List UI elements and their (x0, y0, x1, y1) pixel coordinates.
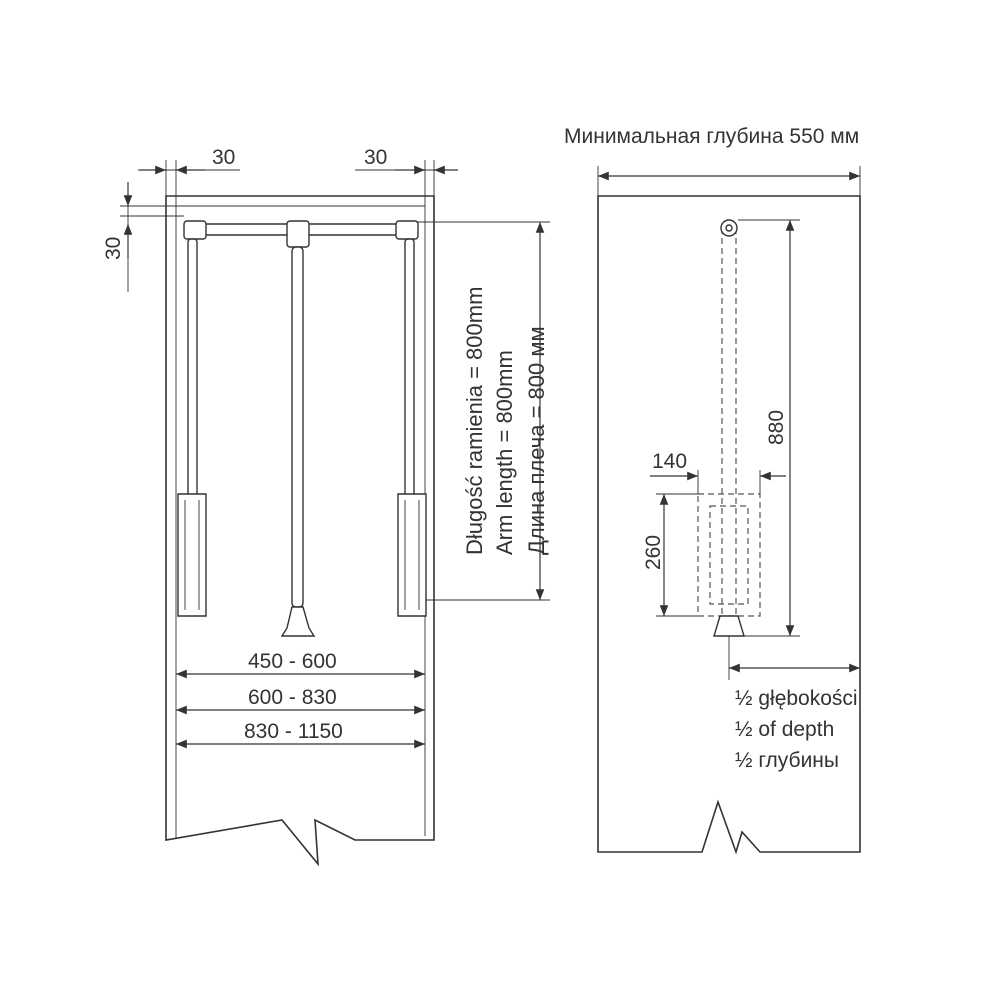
dim-140-label: 140 (652, 450, 687, 473)
half-depth-en: ½ of depth (735, 718, 834, 741)
arm-length-pl: Długość ramienia = 800mm (462, 287, 487, 555)
right-bracket-detail (404, 500, 420, 610)
width-range-1: 450 - 600 (248, 650, 337, 673)
dim-top-right-label: 30 (364, 146, 387, 169)
arm-length-en: Arm length = 800mm (492, 350, 517, 555)
left-bracket-detail (184, 500, 200, 610)
min-depth-title: Минимальная глубина 550 мм (564, 125, 859, 148)
arm-pivot-center (725, 224, 733, 232)
basket-hidden-outline (697, 493, 761, 617)
ext-side (120, 205, 184, 217)
right-arm-bracket (397, 493, 427, 617)
width-range-2: 600 - 830 (248, 686, 337, 709)
rail-center-hub (286, 220, 310, 248)
half-depth-pl: ½ głębokości (735, 687, 858, 710)
basket-hidden-inner (709, 505, 749, 605)
arm-foot (713, 615, 745, 637)
arm-hidden-lines (721, 228, 737, 620)
dim-260-label: 260 (642, 535, 665, 570)
ext-depth (597, 166, 861, 196)
ext-top-left (165, 160, 177, 206)
pull-rod-handle (280, 606, 316, 637)
side-panel-outline (597, 195, 861, 855)
dim-880-label: 880 (765, 410, 788, 445)
rail-left-mount (183, 220, 207, 240)
left-arm-bracket (177, 493, 207, 617)
dim-top-left-label: 30 (212, 146, 235, 169)
ext-top-right (424, 160, 435, 206)
dim-side-label: 30 (102, 237, 125, 260)
front-view: 30 30 30 Długość ramienia = 800mm Arm le… (102, 146, 550, 867)
width-range-3: 830 - 1150 (244, 720, 343, 743)
side-view: Минимальная глубина 550 мм 880 140 260 ½… (564, 125, 861, 855)
pull-rod (291, 246, 304, 608)
half-depth-ru: ½ глубины (735, 749, 839, 772)
arm-length-ru: Длина плеча = 800 мм (524, 326, 549, 555)
rail-right-mount (395, 220, 419, 240)
